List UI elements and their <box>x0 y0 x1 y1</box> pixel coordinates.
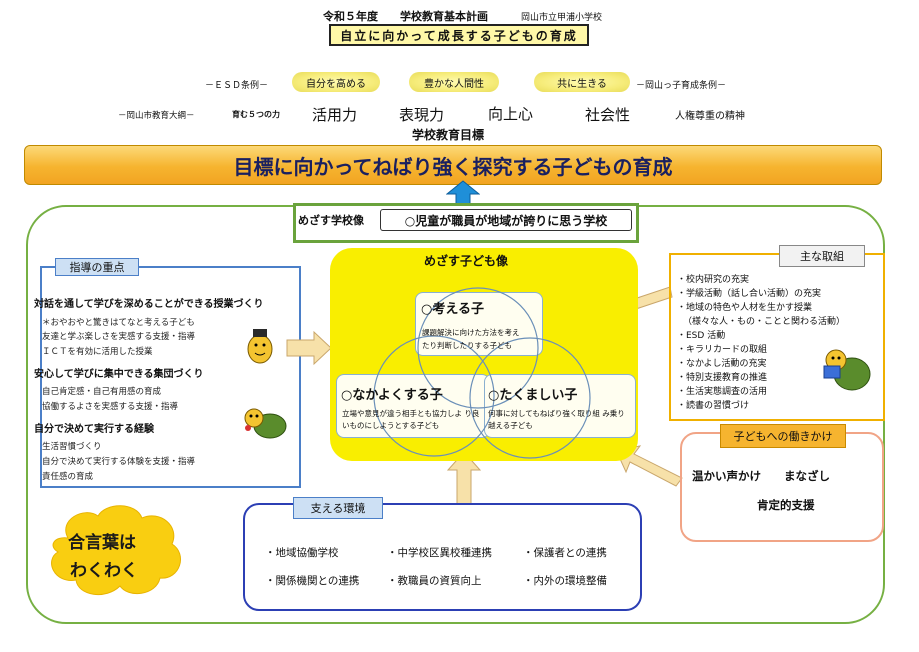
guidance-title-text: 指導の重点 <box>69 261 125 274</box>
child-work-line-2: 肯定的支援 <box>757 498 815 512</box>
initiative-item: ・地域の特色や人材を生かす授業 <box>677 303 813 313</box>
motto-line-1: 合言葉は <box>68 533 136 553</box>
think-box <box>415 292 543 356</box>
environment-title-text: 支える環境 <box>310 502 366 515</box>
guidance-item: 協働するよさを実感する支援・指導 <box>42 402 179 412</box>
think-desc-2: たり判断したりする子ども <box>422 341 512 350</box>
guidance-item: 自分で決めて実行する体験を支援・指導 <box>42 457 196 467</box>
strong-title: ○たくましい子 <box>488 388 578 403</box>
guidance-box <box>40 266 301 488</box>
strong-desc: 何事に対してもねばり強く取り組 み乗り越える子ども <box>488 409 625 430</box>
five-powers-label: 育む５つの力 <box>232 110 280 119</box>
power-sociality: 社会性 <box>585 106 631 124</box>
friendly-desc: 立場や意見が違う相手とも協力しよ り良いものにしようとする子ども <box>342 409 480 430</box>
initiatives-box <box>669 253 885 421</box>
child-work-line-1: 温かい声かけ まなざし <box>692 469 830 483</box>
mascot-character-icon <box>247 329 273 364</box>
arrow-up-left-icon <box>615 445 683 487</box>
pill-self-improve: 自分を高める <box>292 72 380 92</box>
pill-label: 豊かな人間性 <box>424 78 484 90</box>
guidance-title: 指導の重点 <box>55 258 139 276</box>
guidance-item: 生活習慣づくり <box>42 442 102 452</box>
education-outline-label: －岡山市教育大綱－ <box>118 111 195 121</box>
think-title: ○考える子 <box>421 302 484 317</box>
school-goal-bar: 目標に向かってねばり強く探究する子どもの育成 <box>24 145 882 185</box>
mascot-turtle-icon <box>244 408 287 439</box>
initiatives-title-text: 主な取組 <box>800 250 844 263</box>
school-goal-text: 目標に向かってねばり強く探究する子どもの育成 <box>233 154 673 179</box>
plan-subtitle: 自立に向かって成長する子どもの育成 <box>329 24 589 46</box>
environment-item: ・関係機関との連携 <box>265 575 360 587</box>
guidance-heading-1: 対話を通して学びを深めることができる授業づくり <box>34 299 264 310</box>
environment-box <box>243 503 642 611</box>
strong-box <box>484 374 636 438</box>
initiative-item: ・特別支援教育の推進 <box>677 373 768 383</box>
guidance-item: ＊おやおやと驚きはてなと考える子ども <box>42 318 195 328</box>
initiative-item: ・生活実態調査の活用 <box>677 387 768 397</box>
friendly-title: ○なかよくする子 <box>341 388 443 403</box>
venn-circles <box>373 287 591 459</box>
pill-live-together: 共に生きる <box>534 72 630 92</box>
environment-item: ・教職員の資質向上 <box>387 575 482 587</box>
power-human-rights: 人権尊重の精神 <box>675 111 745 122</box>
environment-item: ・内外の環境整備 <box>523 575 607 587</box>
esd-ordinance-label: －ＥＳＤ条例－ <box>205 81 269 91</box>
motto-line-2: わくわく <box>70 561 138 581</box>
guidance-heading-3: 自分で決めて実行する経験 <box>34 424 154 435</box>
school-name: 岡山市立甲浦小学校 <box>521 13 603 23</box>
pill-rich-humanity: 豊かな人間性 <box>409 72 499 92</box>
think-desc-1: 課題解決に向けた方法を考え <box>422 328 520 337</box>
child-image-title: めざす子ども像 <box>424 254 509 268</box>
power-utilization: 活用力 <box>312 106 358 124</box>
aim-school-label: めざす学校像 <box>298 214 364 227</box>
mascot-turtle-reading-icon <box>823 349 871 391</box>
pill-label: 共に生きる <box>557 78 607 90</box>
initiative-item: ・キラリカードの取組 <box>677 345 768 355</box>
guidance-item: 責任感の育成 <box>42 472 94 482</box>
environment-item: ・中学校区異校種連携 <box>387 547 492 559</box>
environment-item: ・保護者との連携 <box>523 547 607 559</box>
initiative-item: ・学級活動（話し合い活動）の充実 <box>677 289 822 299</box>
pill-label: 自分を高める <box>306 78 366 90</box>
initiative-item: ・ESD 活動 <box>677 331 726 341</box>
plan-title: 令和５年度 学校教育基本計画 <box>323 10 488 23</box>
child-work-title: 子どもへの働きかけ <box>720 424 846 448</box>
initiatives-title: 主な取組 <box>779 245 865 267</box>
initiative-item: （様々な人・もの・ことと関わる活動） <box>683 317 846 327</box>
initiative-item: ・なかよし活動の充実 <box>677 359 767 369</box>
guidance-heading-2: 安心して学びに集中できる集団づくり <box>34 369 204 380</box>
initiative-item: ・読書の習慣づけ <box>677 401 750 411</box>
school-goal-heading: 学校教育目標 <box>412 128 485 142</box>
environment-item: ・地域協働学校 <box>265 547 339 559</box>
guidance-item: 友達と学ぶ楽しさを実感する支援・指導 <box>42 332 196 342</box>
power-aspiration: 向上心 <box>488 105 534 123</box>
okayama-ordinance-label: －岡山っ子育成条例－ <box>636 81 727 91</box>
initiative-item: ・校内研究の充実 <box>677 275 750 285</box>
arrow-right-icon <box>286 330 332 366</box>
guidance-item: ＩＣＴを有効に活用した授業 <box>42 347 153 357</box>
power-expression: 表現力 <box>399 106 445 124</box>
child-work-title-text: 子どもへの働きかけ <box>733 430 833 443</box>
motto-cloud-shape <box>51 505 181 596</box>
aim-school-text: ○児童が職員が地域が誇りに思う学校 <box>380 209 632 231</box>
environment-title: 支える環境 <box>293 497 383 519</box>
child-work-box <box>680 432 884 542</box>
guidance-item: 自己肯定感・自己有用感の育成 <box>42 387 162 397</box>
